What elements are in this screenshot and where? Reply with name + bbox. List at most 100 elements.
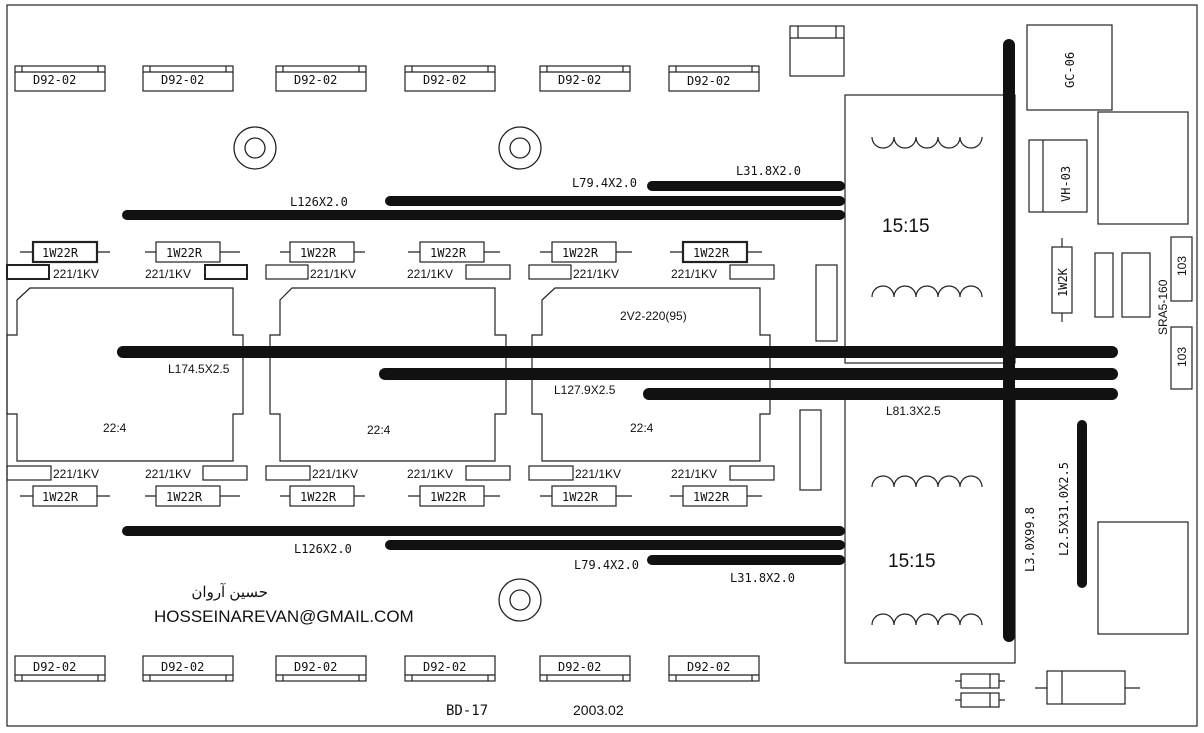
wire-jumpers: [117, 39, 1118, 642]
capacitor-label: 221/1KV: [671, 267, 717, 281]
connector-vh03: [1028, 139, 1088, 213]
diode: [539, 655, 631, 682]
wire-label: L31.8X2.0: [736, 164, 801, 178]
wire-label: L126X2.0: [294, 542, 352, 556]
capacitor-103-label: 103: [1175, 256, 1189, 276]
transformer-ratio: 22:4: [367, 423, 391, 437]
resistor: [540, 485, 632, 507]
diode-label: D92-02: [294, 660, 337, 674]
diode-row-bottom: [14, 655, 760, 682]
resistor: [145, 485, 240, 507]
resistor: [145, 241, 240, 263]
mounting-hole: [233, 126, 277, 170]
diode: [142, 655, 234, 682]
capacitor: [265, 465, 311, 481]
main-transformer-ratio: 15:15: [882, 216, 930, 237]
capacitor-label: 221/1KV: [407, 467, 453, 481]
main-transformer-top: [844, 94, 1016, 364]
slot: [815, 264, 838, 342]
capacitor-label: 221/1KV: [145, 467, 191, 481]
resistor-label: 1W22R: [693, 490, 730, 504]
resistor-label: 1W22R: [693, 246, 730, 260]
diode-label: D92-02: [558, 73, 601, 87]
diode: [404, 65, 496, 92]
resistor-label: 1W22R: [300, 246, 337, 260]
mounting-hole: [498, 578, 542, 622]
capacitor-row-top: [6, 264, 775, 280]
heatsink-block: [789, 25, 845, 77]
wire-label: L81.3X2.5: [886, 404, 941, 418]
capacitor-103: [1170, 326, 1193, 390]
diode-label: D92-02: [161, 660, 204, 674]
connector-gc06: [1026, 24, 1113, 111]
resistor-row-top: [20, 240, 762, 264]
diode-row-top: [14, 65, 760, 92]
resistor: [540, 241, 632, 263]
board-date: 2003.02: [573, 702, 624, 718]
resistor-label: 1W22R: [166, 246, 203, 260]
diode-label: D92-02: [687, 660, 730, 674]
capacitor-label: 221/1KV: [312, 467, 358, 481]
diode: [275, 65, 367, 92]
resistor-label: 1W22R: [430, 490, 467, 504]
diode-label: D92-02: [161, 73, 204, 87]
capacitor: [204, 264, 248, 280]
transformer-ratio: 22:4: [103, 421, 127, 435]
diode: [14, 655, 106, 682]
resistor-label: 1W22R: [42, 246, 79, 260]
wire-label: L126X2.0: [290, 195, 348, 209]
wire-label-vertical: L3.0X99.8: [1023, 507, 1037, 572]
resistor: [670, 485, 762, 507]
diode-label: D92-02: [687, 74, 730, 88]
diode-label: D92-02: [423, 660, 466, 674]
capacitor-label: 221/1KV: [573, 267, 619, 281]
resistor-label: 1W22R: [562, 246, 599, 260]
diode-label: D92-02: [33, 660, 76, 674]
capacitor-label: 221/1KV: [310, 267, 356, 281]
resistor: [280, 241, 365, 263]
transformer-ratio: 22:4: [630, 421, 654, 435]
wire-label: L174.5X2.5: [168, 362, 230, 376]
author-name-fa: حسین آروان: [191, 583, 268, 601]
capacitor: [729, 465, 775, 481]
capacitor-103-label: 103: [1175, 347, 1189, 367]
large-block: [1097, 111, 1189, 225]
capacitor-label: 221/1KV: [407, 267, 453, 281]
diode: [539, 65, 631, 92]
mounting-hole: [498, 126, 542, 170]
capacitor-103: [1170, 236, 1193, 302]
small-diode: [955, 692, 1005, 708]
capacitor-row-bottom: [6, 465, 775, 481]
resistor-label: 1W22R: [430, 246, 467, 260]
main-transformer-bottom: [844, 394, 1016, 664]
sra-label: SRA5-160: [1156, 279, 1170, 335]
diode: [142, 65, 234, 92]
capacitor: [6, 465, 52, 481]
small-part: [1094, 252, 1114, 318]
slot: [799, 409, 822, 491]
bottom-diode-large: [1035, 670, 1140, 705]
resistor-1w2k-label: 1W2K: [1056, 267, 1070, 297]
board-id: BD-17: [446, 703, 488, 719]
capacitor-label: 221/1KV: [671, 467, 717, 481]
capacitor-label: 221/1KV: [53, 467, 99, 481]
author-email: HOSSEINAREVAN@GMAIL.COM: [154, 607, 414, 626]
capacitor: [465, 465, 511, 481]
resistor-row-bottom: [20, 485, 762, 507]
main-transformer-ratio: 15:15: [888, 551, 936, 572]
resistor-label: 1W22R: [562, 490, 599, 504]
wire-label: L127.9X2.5: [554, 383, 616, 397]
resistor: [280, 485, 365, 507]
small-diode: [955, 673, 1005, 689]
diode-label: D92-02: [294, 73, 337, 87]
resistor: [670, 240, 762, 264]
resistor: [20, 240, 110, 264]
resistor-label: 1W22R: [166, 490, 203, 504]
wire-label: L31.8X2.0: [730, 571, 795, 585]
transformer-part: 2V2-220(95): [620, 309, 687, 323]
capacitor: [528, 465, 574, 481]
wire-label-vertical: L2.5X31.0X2.5: [1057, 462, 1071, 556]
transformer-small: [6, 287, 244, 462]
vh-label: VH-03: [1059, 166, 1073, 202]
